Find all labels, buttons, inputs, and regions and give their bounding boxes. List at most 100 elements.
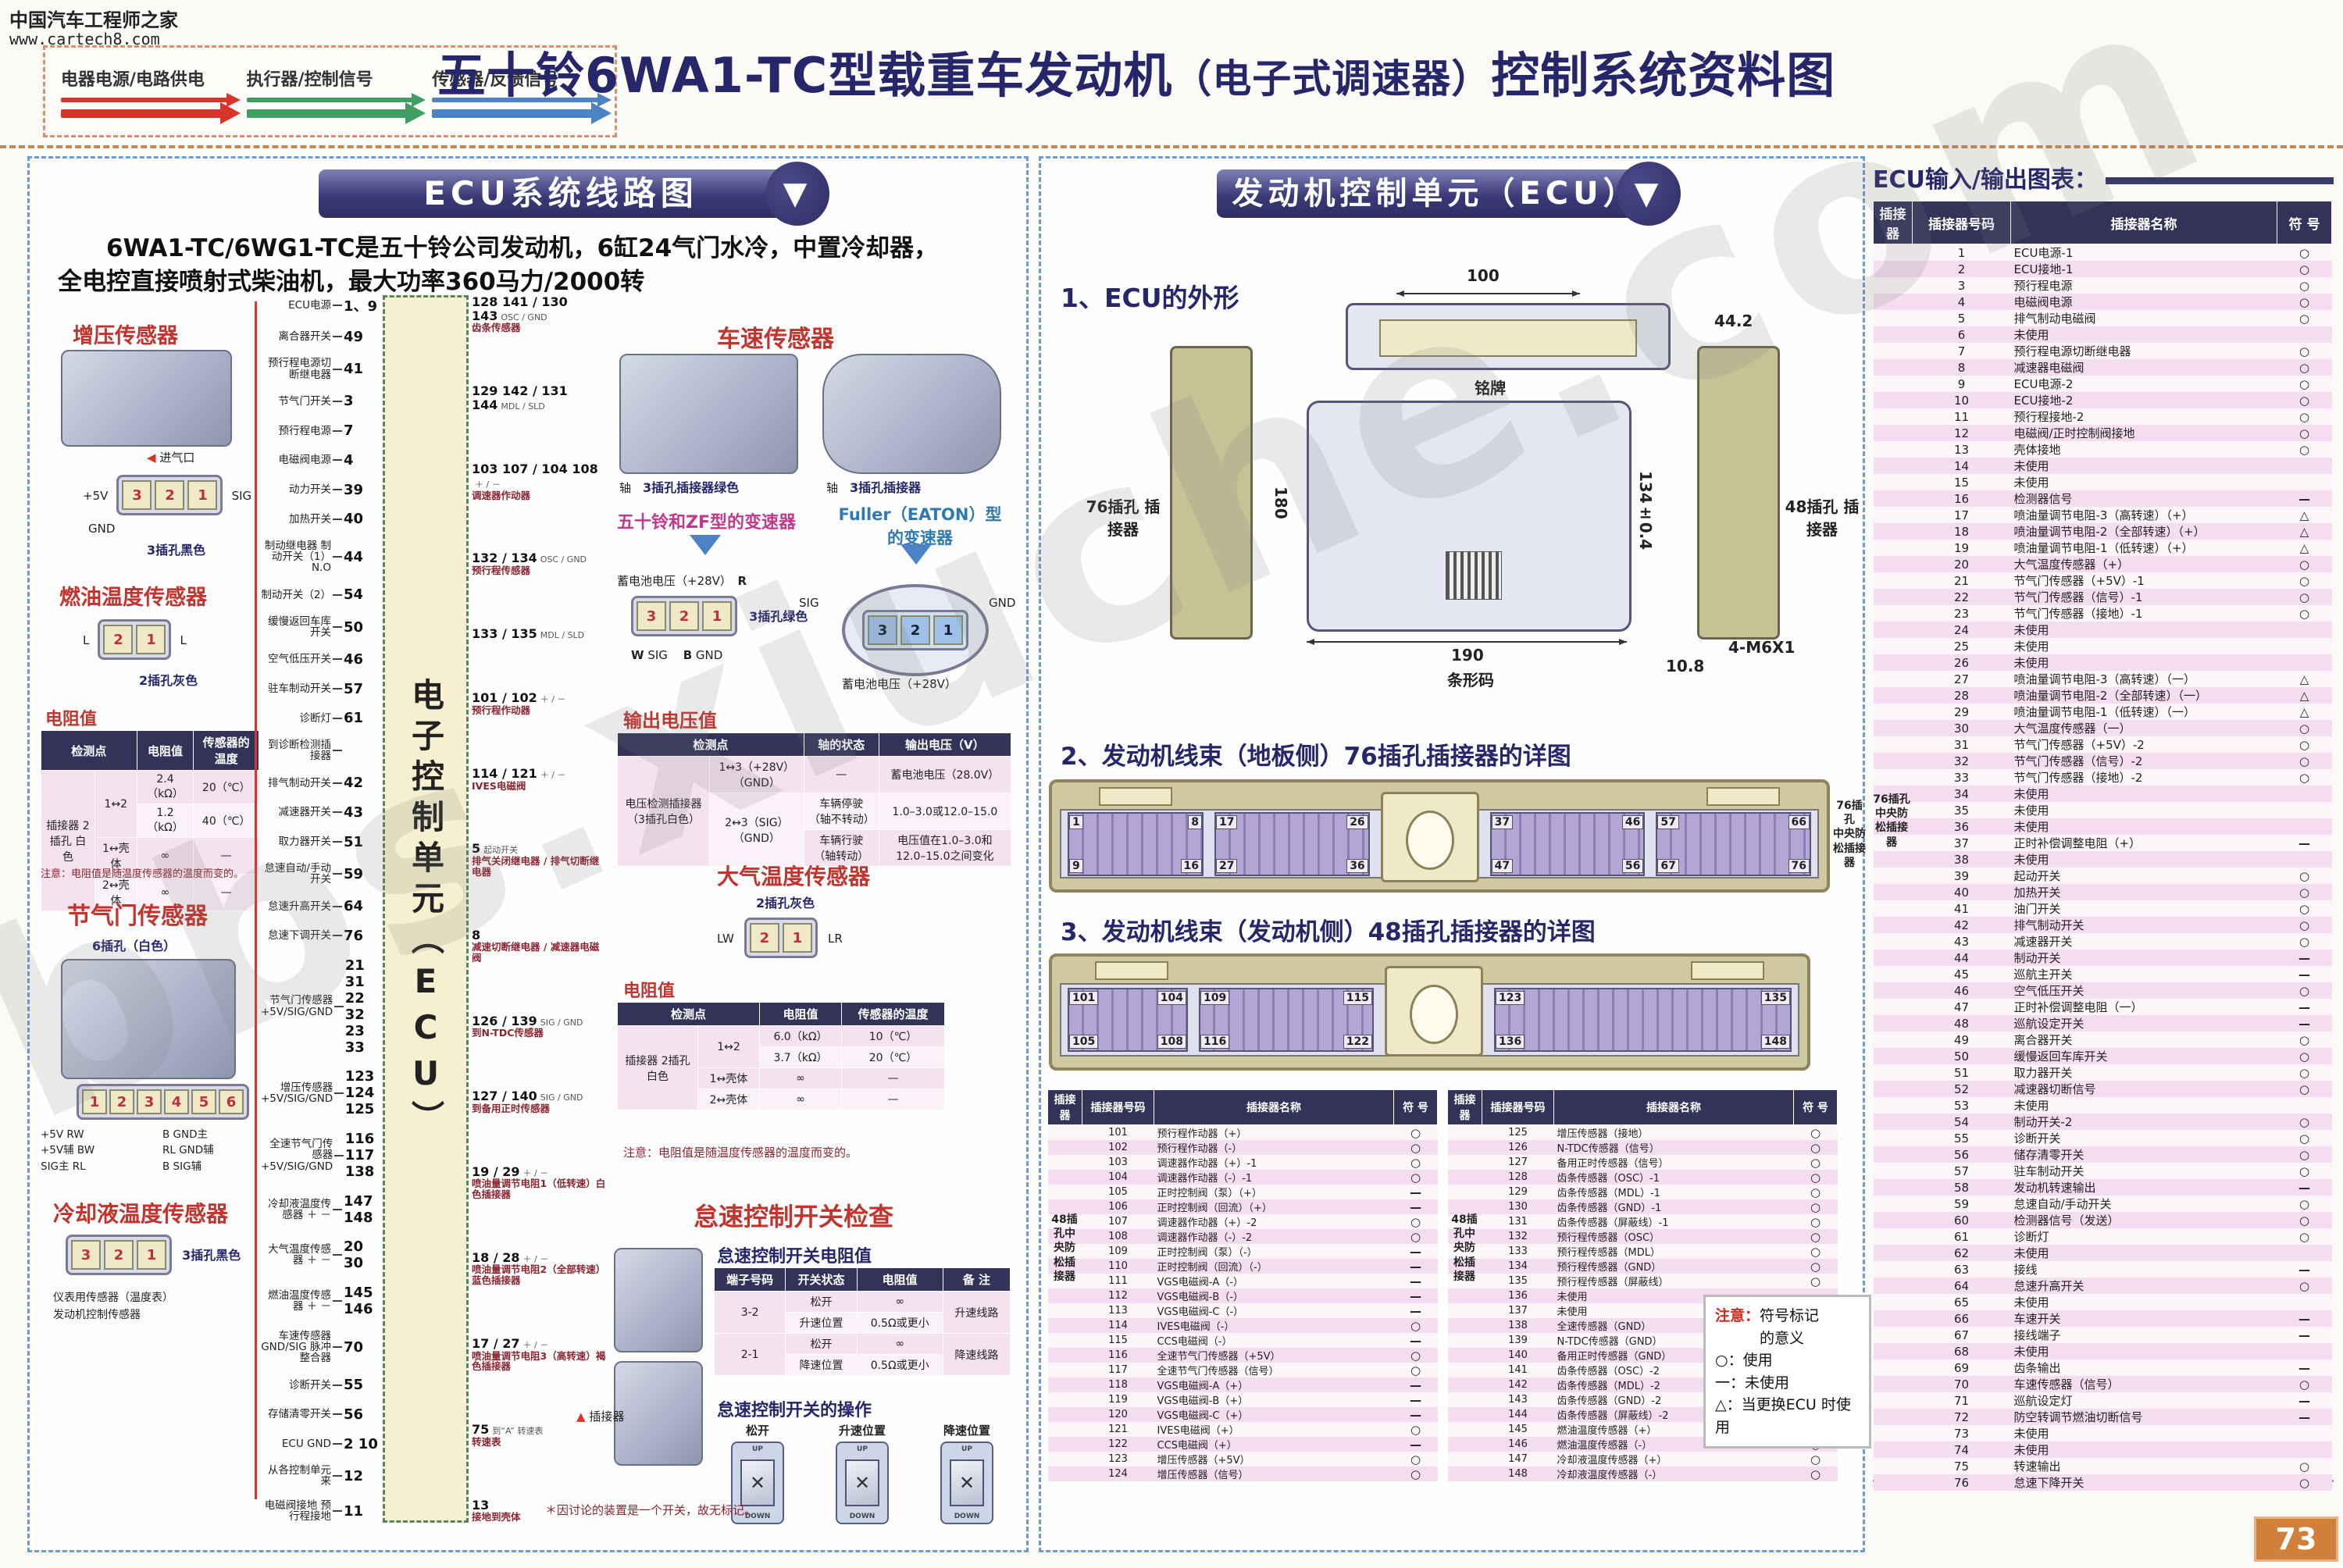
speed-sensor-image-right xyxy=(822,354,1001,474)
page-title: 五十铃6WA1-TC型载重车发动机（电子式调速器）控制系统资料图 xyxy=(437,36,2327,106)
rocker-key-icon: ✕ xyxy=(740,1459,775,1506)
pin-3: 3 xyxy=(122,480,152,510)
intro-line-1: 6WA1-TC/6WG1-TC是五十铃公司发动机，6缸24气门水冷，中置冷却器， xyxy=(106,234,939,262)
header-divider xyxy=(0,145,2343,148)
speed-sensor-image-left xyxy=(619,354,798,474)
title-main-1: 五十铃6WA1-TC型载重车发动机 xyxy=(437,47,1173,104)
throttle-left-pin-labels: +5V RW +5V辅 BW SIG主 RL xyxy=(41,1128,95,1173)
switch-note: ＊因讨论的装置是一个开关，故无标记。 xyxy=(545,1503,757,1517)
idle-switch-photo-2 xyxy=(614,1361,703,1466)
speed-connector-green-bottom: W SIG B GND xyxy=(631,648,723,662)
boost-sensor-image xyxy=(61,350,232,447)
dim-100: 100 xyxy=(1467,266,1500,285)
down-arrow-icon xyxy=(690,535,721,555)
dim-line xyxy=(1396,290,1580,297)
left-panel-ecu-wiring: ECU系统线路图 ▼ 6WA1-TC/6WG1-TC是五十铃公司发动机，6缸24… xyxy=(27,156,1029,1552)
ecu-pin-row-right: 17 / 27＋ / －喷油量调节电阻3（高转速）褐色插接器 xyxy=(472,1335,606,1373)
legend-label: 传感器/反馈信号 xyxy=(432,69,559,90)
resistance-table-2-title: 电阻值 xyxy=(623,982,676,1001)
conn76-label: 76插孔 插接器 xyxy=(1086,497,1161,539)
dim-4-m6x1: 4-M6X1 xyxy=(1728,638,1796,657)
nameplate-label: 铭牌 xyxy=(1475,379,1506,397)
pin-3: 3 xyxy=(637,601,666,631)
throttle-right-pin-labels: B GND主 RL GND辅 B SIG辅 xyxy=(162,1128,214,1173)
pin-3: 3 xyxy=(868,615,897,645)
idle-switch-photo-1 xyxy=(614,1248,703,1352)
ecu-side-view-left xyxy=(1170,346,1253,640)
intro-line-2: 全电控直接喷射式柴油机，最大功率360马力/2000转 xyxy=(58,268,645,297)
pin-1: 1 xyxy=(782,923,812,953)
pin-2: 2 xyxy=(155,480,185,510)
pin-label-5v: +5V xyxy=(83,488,109,503)
legend-item-sensor: 传感器/反馈信号 xyxy=(432,66,600,118)
connector-cells: 2 1 xyxy=(98,619,172,660)
idle-check-title: 怠速控制开关检查 xyxy=(694,1202,894,1231)
rocker-key-icon: ✕ xyxy=(950,1459,984,1506)
pin-3: 3 xyxy=(71,1240,101,1270)
coolant-connector: 3 2 1 3插孔黑色 xyxy=(66,1235,241,1275)
banner-text: ECU系统线路图 xyxy=(423,174,698,212)
pin-2: 2 xyxy=(749,923,779,953)
pin-4: 4 xyxy=(164,1089,189,1114)
ecu-pin-row-left: 大气温度传感器 ＋ －20 30 xyxy=(268,1238,364,1272)
pin-5: 5 xyxy=(191,1089,216,1114)
ecu-pin-row-right: 101 / 102＋ / －预行程作动器 xyxy=(472,690,566,717)
connector-label: ▲ 插接器 xyxy=(576,1409,625,1424)
conn48-detail-heading: 3、发动机线束（发动机侧）48插孔插接器的详图 xyxy=(1061,918,1596,946)
